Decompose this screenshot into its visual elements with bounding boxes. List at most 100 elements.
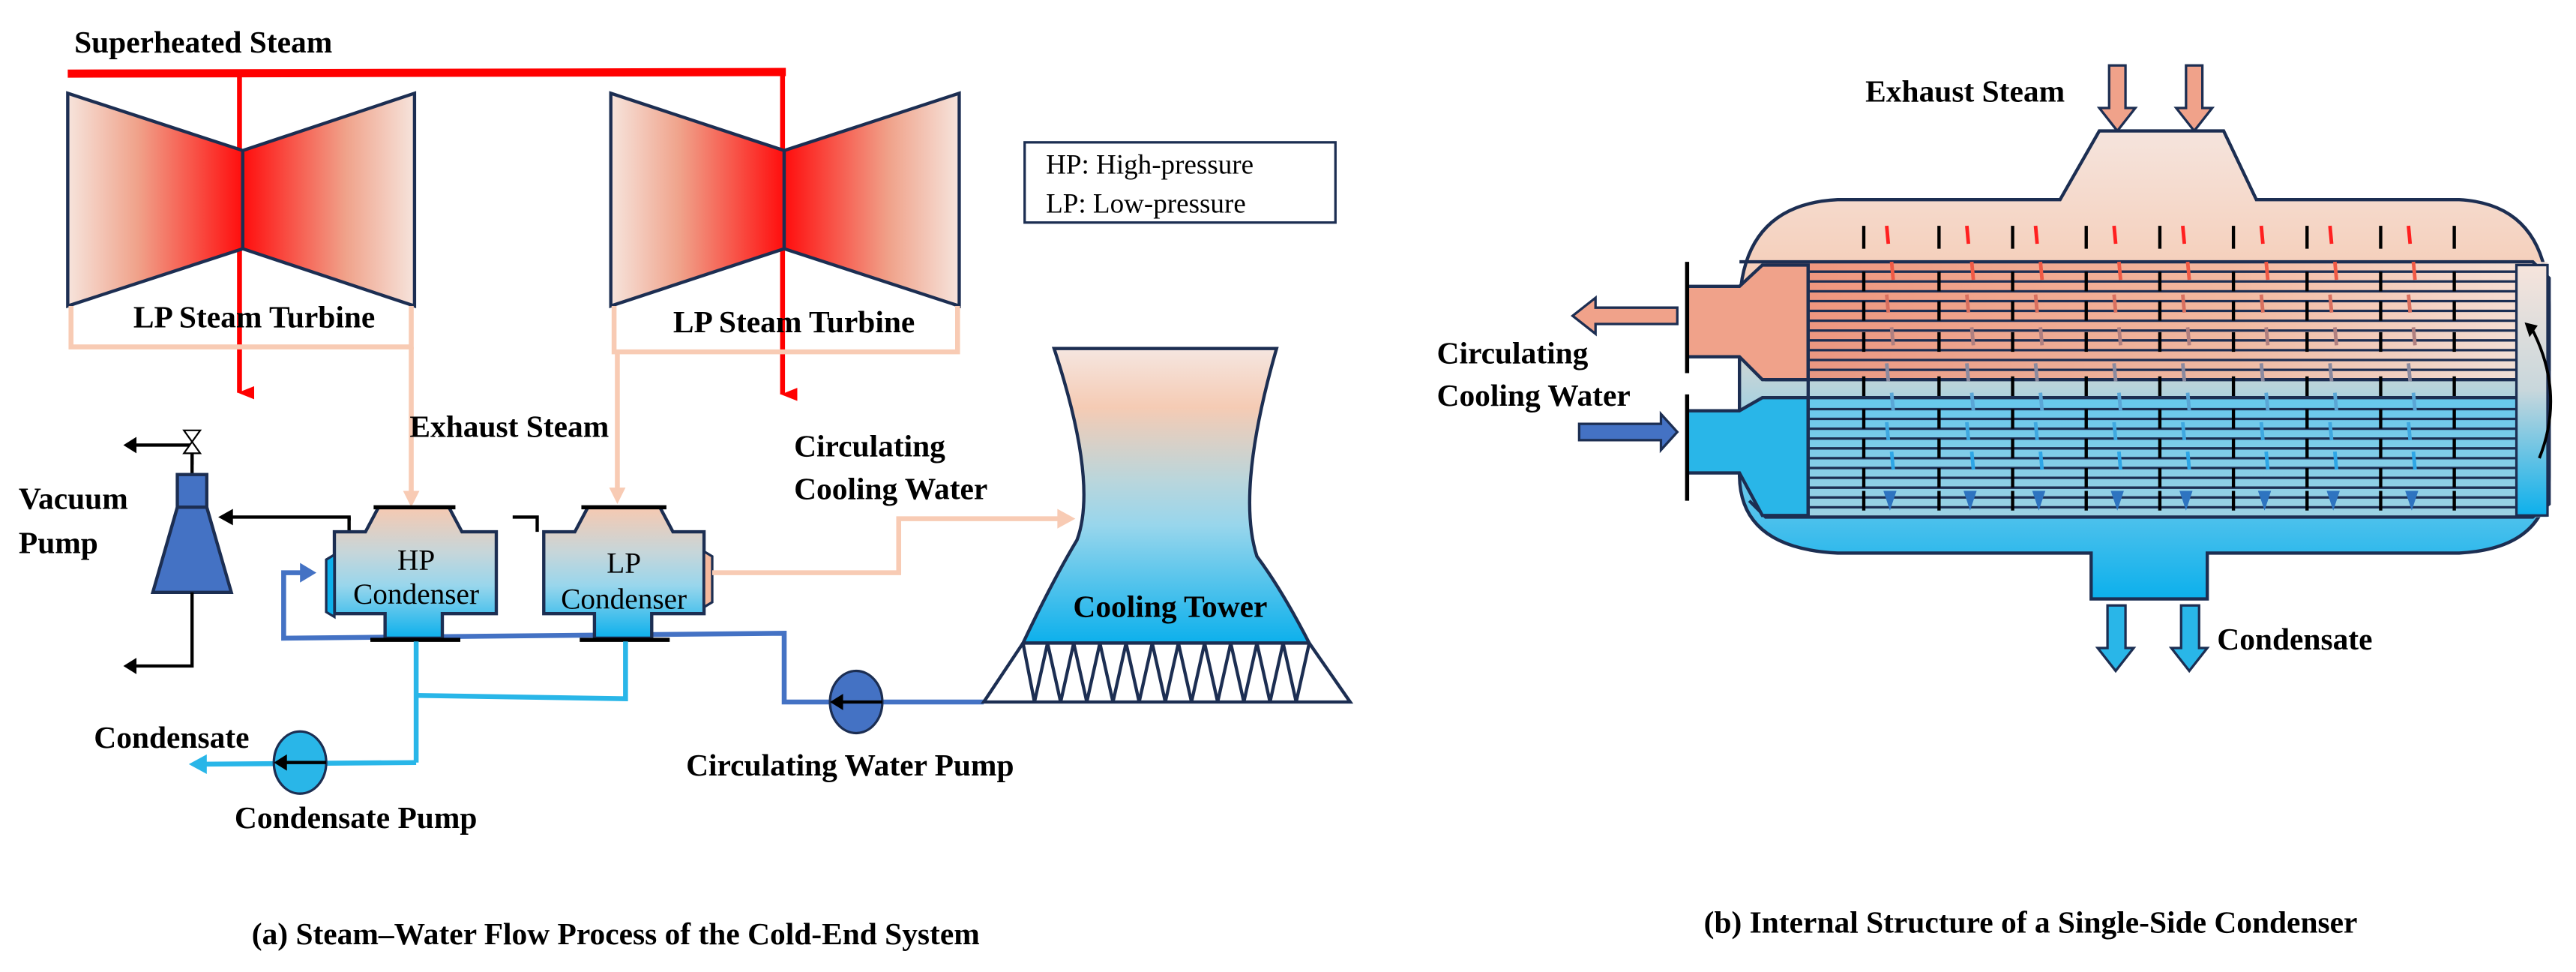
superheated-steam-label: Superheated Steam [74,25,332,59]
condensate-droplet-trace [2264,451,2270,470]
cooling-water-in-arrow [1577,410,1679,454]
condensate-droplet-trace [1965,225,1971,244]
condensate-droplet-trace [2038,261,2044,280]
condensate-droplet-trace [1885,294,1891,313]
condensate-droplet-trace [1969,261,1975,280]
droplet-arrow-icon [2032,490,2046,511]
condensate-droplet-trace [2411,327,2417,346]
condensate-droplet-trace [2181,225,2187,244]
condensate-droplet-trace [2112,294,2118,313]
condensate-droplet-trace [2116,327,2122,346]
condensate-droplet-trace [2112,225,2118,244]
exhaust-steam-pipes [403,346,626,508]
circulating-cooling-water-label-b1: Circulating [1437,335,1589,370]
return-water-box [2515,263,2549,517]
caption-b: (b) Internal Structure of a Single-Side … [1704,905,2358,940]
condensate-droplet-trace [2407,294,2413,313]
caption-a: (a) Steam–Water Flow Process of the Cold… [252,916,980,952]
condensate-droplet-trace [2264,327,2270,346]
condensate-droplet-trace [1885,363,1891,382]
vacuum-pump [123,429,539,674]
condensate-droplet-trace [1885,225,1891,244]
droplet-arrow-icon [1963,490,1977,511]
legend-lp: LP: Low-pressure [1046,189,1246,220]
condensate-droplet-trace [2116,261,2122,280]
cooling-tower: Cooling Tower [981,346,1354,704]
water-box-outlet [1685,263,1810,382]
legend-hp: HP: High-pressure [1046,149,1254,180]
condensate-droplet-trace [2181,422,2187,441]
cooling-tower-label: Cooling Tower [1073,590,1267,624]
condensate-droplet-trace [2264,261,2270,280]
panel-a: Superheated Steam LP Steam Turbine LP St… [19,25,1354,952]
condensate-droplet-trace [1969,451,1975,470]
circulating-cooling-water-pipe [711,508,1076,575]
circulating-water-pump-label: Circulating Water Pump [686,748,1014,782]
condensate-droplet-trace [2259,422,2265,441]
droplet-arrow-icon [2405,490,2419,511]
condensate-droplet-trace [2185,392,2191,411]
condensate-droplet-trace [1965,422,1971,441]
droplet-arrow-icon [2179,490,2193,511]
exhaust-steam-label-b: Exhaust Steam [1865,74,2065,108]
condensate-droplet-trace [1889,451,1895,470]
condensate-droplet-trace [2038,392,2044,411]
condensate-droplet-trace [2328,363,2334,382]
condensate-droplet-trace [1965,363,1971,382]
abbreviation-legend: HP: High-pressure LP: Low-pressure [1023,141,1337,224]
condensate-droplet-trace [2259,294,2265,313]
condensate-droplet-trace [2181,294,2187,313]
turbine-right-label: LP Steam Turbine [673,304,915,339]
vacuum-pump-label-2: Pump [19,525,98,560]
circulating-cooling-water-label-2: Cooling Water [794,471,987,506]
condensate-droplet-trace [2328,294,2334,313]
condensate-droplet-trace [2411,451,2417,470]
condensate-arrows [2095,604,2210,674]
condensate-droplet-trace [2259,225,2265,244]
vacuum-pump-label-1: Vacuum [19,482,128,516]
condensate-droplet-trace [2185,327,2191,346]
condensate-droplet-trace [2264,392,2270,411]
condensate-droplet-trace [2181,363,2187,382]
valve-icon [182,429,202,454]
hp-condenser-label-2: Condenser [353,578,479,610]
condensate-label-b: Condensate [2217,622,2372,656]
cooling-water-out-arrow [1570,295,1679,337]
condensate-droplet-trace [2038,451,2044,470]
exhaust-steam-arrows [2096,64,2215,134]
baffle-plates [1862,226,2456,511]
exhaust-steam-label-a: Exhaust Steam [409,410,609,444]
condensate-droplet-trace [1969,327,1975,346]
condensate-droplet-trace [2332,327,2338,346]
condensation-flow [1883,225,2419,511]
condensate-droplet-trace [2033,294,2039,313]
condensate-pump [272,730,328,795]
condensate-droplet-trace [2407,363,2413,382]
condensate-droplet-trace [2332,392,2338,411]
droplet-arrow-icon [2110,490,2124,511]
droplet-arrow-icon [1883,490,1897,511]
condensate-droplet-trace [2116,392,2122,411]
condensate-droplet-trace [2038,327,2044,346]
condensate-pump-label: Condensate Pump [235,800,478,835]
condensate-droplet-trace [1885,422,1891,441]
condensate-droplet-trace [2259,363,2265,382]
lp-condenser-label-1: LP [607,548,641,580]
lp-condenser-label-2: Condenser [561,584,687,616]
condensate-droplet-trace [1889,392,1895,411]
circulating-water-return-pipe [281,562,984,705]
condensate-droplet-trace [2407,225,2413,244]
condensate-droplet-trace [2112,422,2118,441]
turbine-left-label: LP Steam Turbine [133,299,375,334]
condensate-droplet-trace [2332,451,2338,470]
lp-steam-turbine-right: LP Steam Turbine [609,91,961,355]
condensate-droplet-trace [1889,327,1895,346]
circulating-water-pump [828,669,884,735]
droplet-arrow-icon [2257,490,2272,511]
condensate-droplet-trace [2407,422,2413,441]
return-flow-arrow [2530,326,2553,459]
droplet-arrow-icon [2326,490,2340,511]
condensate-droplet-trace [2112,363,2118,382]
condensate-droplet-trace [1965,294,1971,313]
